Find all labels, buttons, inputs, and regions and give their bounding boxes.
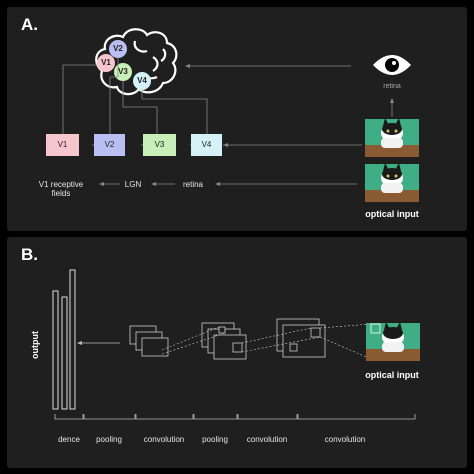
lgn-label: LGN (124, 180, 142, 189)
brain-area-v3-label: V3 (118, 67, 128, 76)
pathway-box-v1: V1 (46, 134, 79, 156)
brain-area-v1-label: V1 (101, 58, 111, 67)
optical-input-label-b: optical input (365, 370, 419, 380)
brain-area-v4 (133, 72, 151, 90)
convolution-block-2 (276, 318, 326, 358)
panel-a-connections (62, 28, 419, 202)
stage-label-pooling-1: pooling (96, 435, 122, 444)
convolution-block-1 (201, 322, 247, 360)
cat-image-1 (365, 118, 419, 157)
stage-label-dence: dence (58, 435, 80, 444)
pathway-box-v3: V3 (143, 134, 176, 156)
panel-b-network (52, 269, 420, 420)
panel-b-label: B. (21, 245, 38, 264)
stage-braces (54, 414, 416, 420)
retina-pathway-label: retina (182, 180, 204, 189)
pathway-box-v4: V4 (191, 134, 222, 156)
stage-label-convolution-1: convolution (143, 435, 185, 444)
pooling-block-1 (129, 325, 169, 357)
panel-b: B. (7, 237, 467, 468)
stage-label-convolution-3: convolution (324, 435, 366, 444)
panel-a-label: A. (21, 15, 38, 34)
dense-layers (52, 269, 76, 410)
input-image-b (366, 322, 420, 361)
stage-label-pooling-2: pooling (202, 435, 228, 444)
brain-area-v4-label: V4 (137, 76, 147, 85)
stage-label-convolution-2: convolution (246, 435, 288, 444)
eye-label: retina (383, 83, 401, 90)
panel-a: A. (7, 7, 467, 231)
eye-icon (373, 55, 411, 75)
cat-image-2 (365, 163, 419, 202)
pathway-box-v2: V2 (94, 134, 125, 156)
optical-input-label-a: optical input (365, 209, 419, 219)
output-label: output (29, 331, 40, 359)
brain-area-v2-label: V2 (113, 44, 123, 53)
brain-area-v1 (97, 54, 115, 72)
brain-area-v2 (109, 40, 127, 58)
brain-area-v3 (114, 63, 132, 81)
v1-receptive-fields-label: V1 receptive fields (38, 180, 84, 198)
